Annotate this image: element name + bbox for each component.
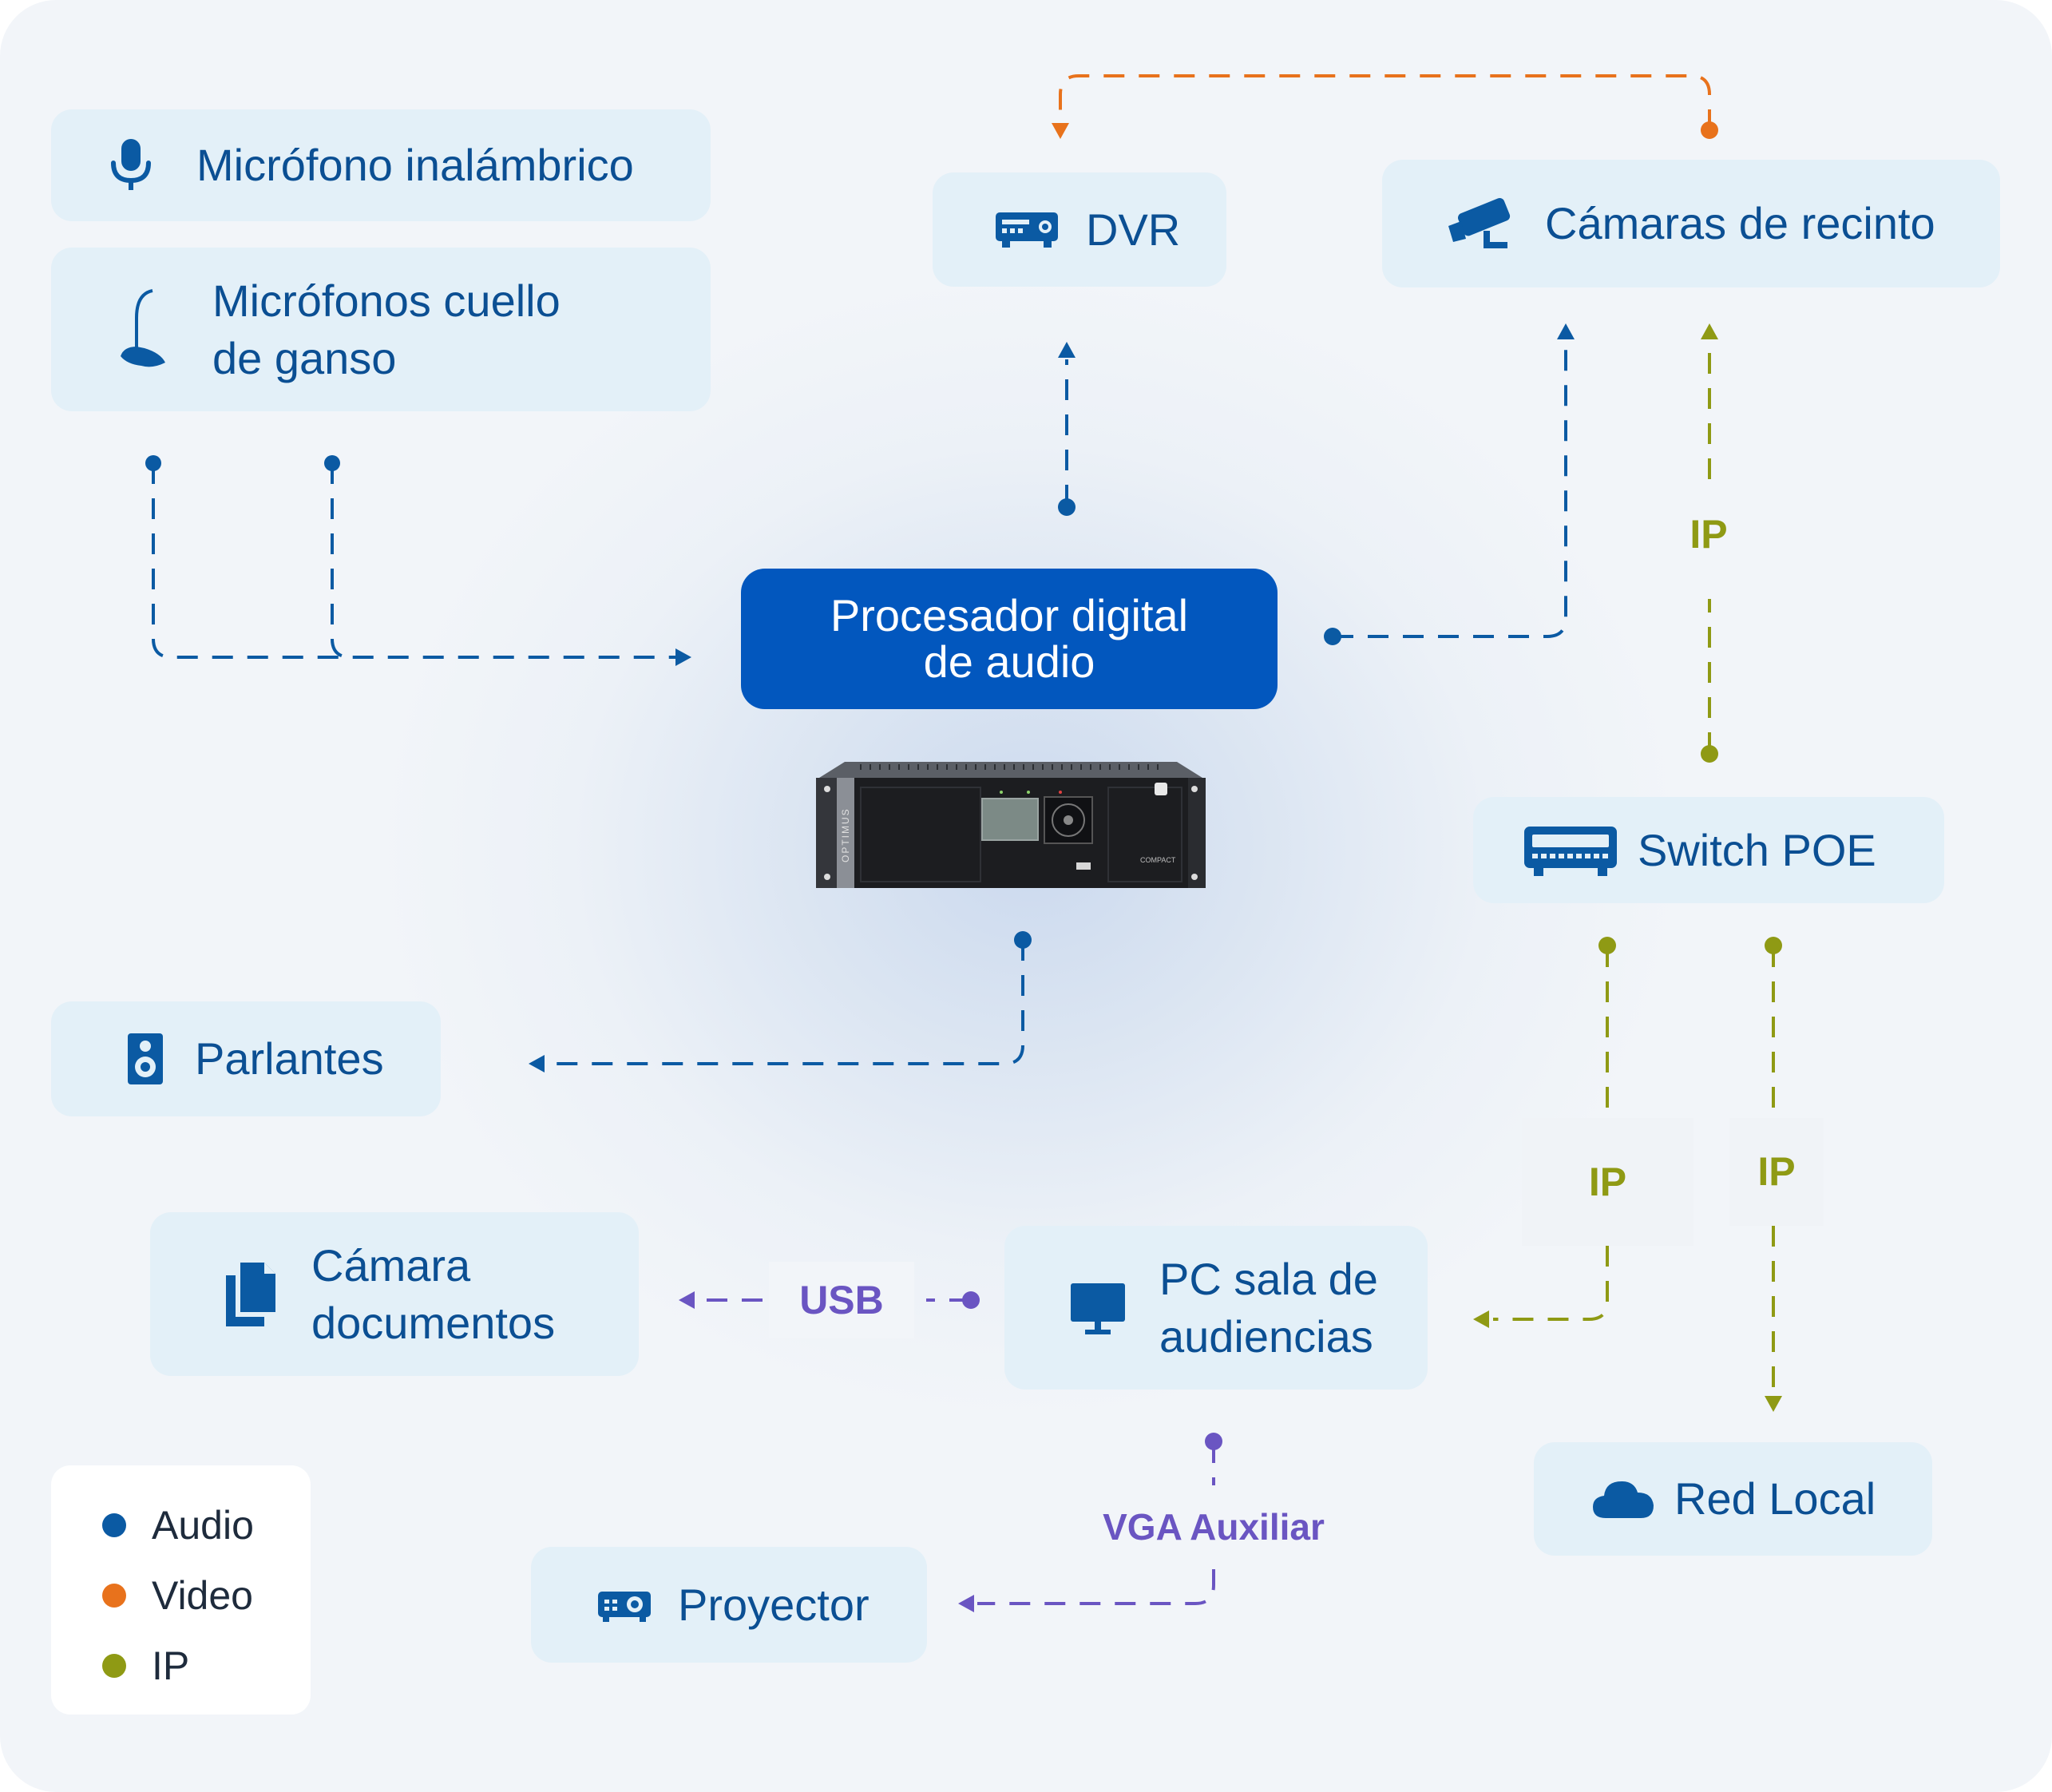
- node-microfono-inalambrico: Micrófono inalámbrico: [51, 109, 711, 221]
- edge-label-usb: USB: [769, 1262, 914, 1338]
- network-switch-icon: [1523, 823, 1618, 878]
- legend-swatch: [102, 1513, 126, 1537]
- node-label-line1: Micrófonos cuello: [212, 275, 561, 326]
- legend-item-audio: Audio: [102, 1502, 254, 1548]
- legend-item-ip: IP: [102, 1643, 189, 1689]
- node-label-line2: audiencias: [1159, 1310, 1373, 1362]
- projector-icon: [580, 1587, 668, 1624]
- edge-camaras-to-dvr: [1052, 74, 1718, 139]
- monitor-icon: [1054, 1280, 1142, 1336]
- node-label-group: Procesador digital de audio: [830, 593, 1188, 685]
- microphone-icon: [75, 137, 187, 193]
- legend-swatch: [102, 1654, 126, 1678]
- legend: Audio Video IP: [51, 1465, 311, 1715]
- edge-procesador-to-parlantes: [529, 931, 1032, 1072]
- node-label-line1: Cámara: [311, 1239, 471, 1290]
- node-red-local: Red Local: [1534, 1442, 1932, 1556]
- edge-pc-to-proyector: [958, 1433, 1222, 1612]
- node-procesador: Procesador digital de audio: [741, 569, 1278, 709]
- node-switch-poe: Switch POE: [1473, 797, 1944, 903]
- edge-pc-to-camara-documentos: [679, 1291, 980, 1309]
- edge-label-ip-camaras: IP: [1690, 512, 1728, 557]
- edge-switch-to-pc: [1473, 937, 1616, 1328]
- node-microfonos-cuello: Micrófonos cuello de ganso: [51, 248, 711, 411]
- legend-item-video: Video: [102, 1572, 253, 1619]
- edge-procesador-to-camaras: [1324, 323, 1575, 645]
- arrowhead: [675, 648, 691, 666]
- node-label: Proyector: [678, 1579, 870, 1630]
- gooseneck-microphone-icon: [85, 286, 196, 374]
- security-camera-icon: [1432, 196, 1527, 252]
- node-parlantes: Parlantes: [51, 1001, 441, 1116]
- node-label-group: Micrófonos cuello de ganso: [212, 272, 561, 387]
- legend-label: Audio: [152, 1503, 254, 1548]
- node-label-line2: de ganso: [212, 332, 397, 383]
- node-label-line2: documentos: [311, 1297, 556, 1348]
- node-label: Micrófono inalámbrico: [196, 140, 634, 190]
- legend-label: IP: [152, 1643, 190, 1688]
- audio-processor-device-image: OPTIMUS COMPACT: [816, 762, 1206, 888]
- cloud-icon: [1583, 1477, 1663, 1521]
- edge-label-vga: VGA Auxiliar: [1103, 1506, 1325, 1548]
- node-label-group: Cámara documentos: [311, 1237, 555, 1352]
- legend-swatch: [102, 1584, 126, 1608]
- speaker-icon: [105, 1032, 185, 1086]
- node-camara-documentos: Cámara documentos: [150, 1212, 639, 1376]
- node-label: DVR: [1086, 204, 1181, 255]
- node-label-group: PC sala de audiencias: [1159, 1251, 1378, 1366]
- edge-switch-to-camaras: [1701, 323, 1718, 763]
- edge-procesador-to-dvr: [1058, 342, 1076, 516]
- node-dvr: DVR: [933, 172, 1226, 287]
- edge-switch-to-red-local: [1765, 937, 1782, 1412]
- node-camaras-recinto: Cámaras de recinto: [1382, 160, 2000, 287]
- edge-microfonos-to-procesador: [145, 455, 691, 666]
- documents-icon: [206, 1261, 294, 1328]
- device-brand: OPTIMUS: [840, 807, 851, 862]
- node-label-line2: de audio: [923, 636, 1095, 687]
- legend-label: Video: [152, 1573, 253, 1618]
- node-label: Switch POE: [1638, 824, 1876, 875]
- edge-label-ip-pc: IP: [1522, 1118, 1693, 1246]
- node-label: Cámaras de recinto: [1545, 198, 1935, 248]
- node-label-line1: PC sala de: [1159, 1253, 1378, 1304]
- node-label: Red Local: [1674, 1473, 1876, 1524]
- node-proyector: Proyector: [531, 1547, 927, 1663]
- dvr-icon: [979, 209, 1075, 251]
- device-model: COMPACT: [1140, 856, 1176, 864]
- node-label-line1: Procesador digital: [830, 590, 1189, 640]
- node-label: Parlantes: [195, 1033, 384, 1084]
- node-pc-sala: PC sala de audiencias: [1004, 1226, 1428, 1390]
- edge-label-ip-red: IP: [1729, 1118, 1824, 1226]
